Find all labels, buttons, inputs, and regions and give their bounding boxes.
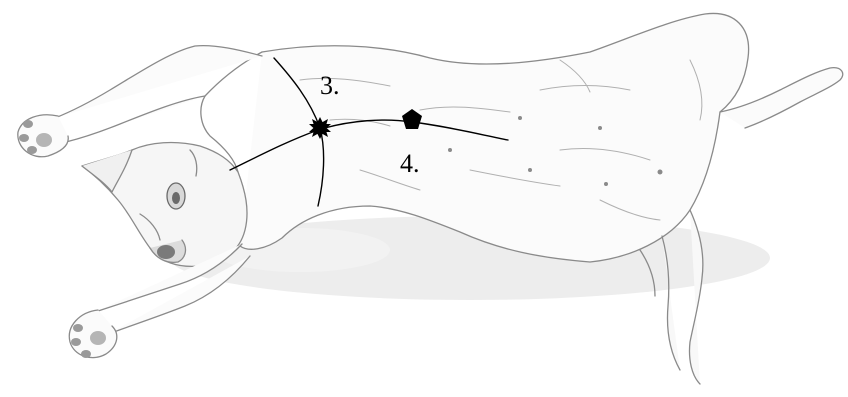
dog-sketch: [18, 13, 843, 384]
nose: [157, 245, 175, 259]
label-3: 3.: [320, 71, 340, 100]
dog-head: [82, 143, 247, 267]
label-4: 4.: [400, 149, 420, 178]
upper-paw: [18, 115, 68, 157]
lower-paw: [69, 310, 116, 358]
upper-foreleg: [55, 46, 262, 142]
